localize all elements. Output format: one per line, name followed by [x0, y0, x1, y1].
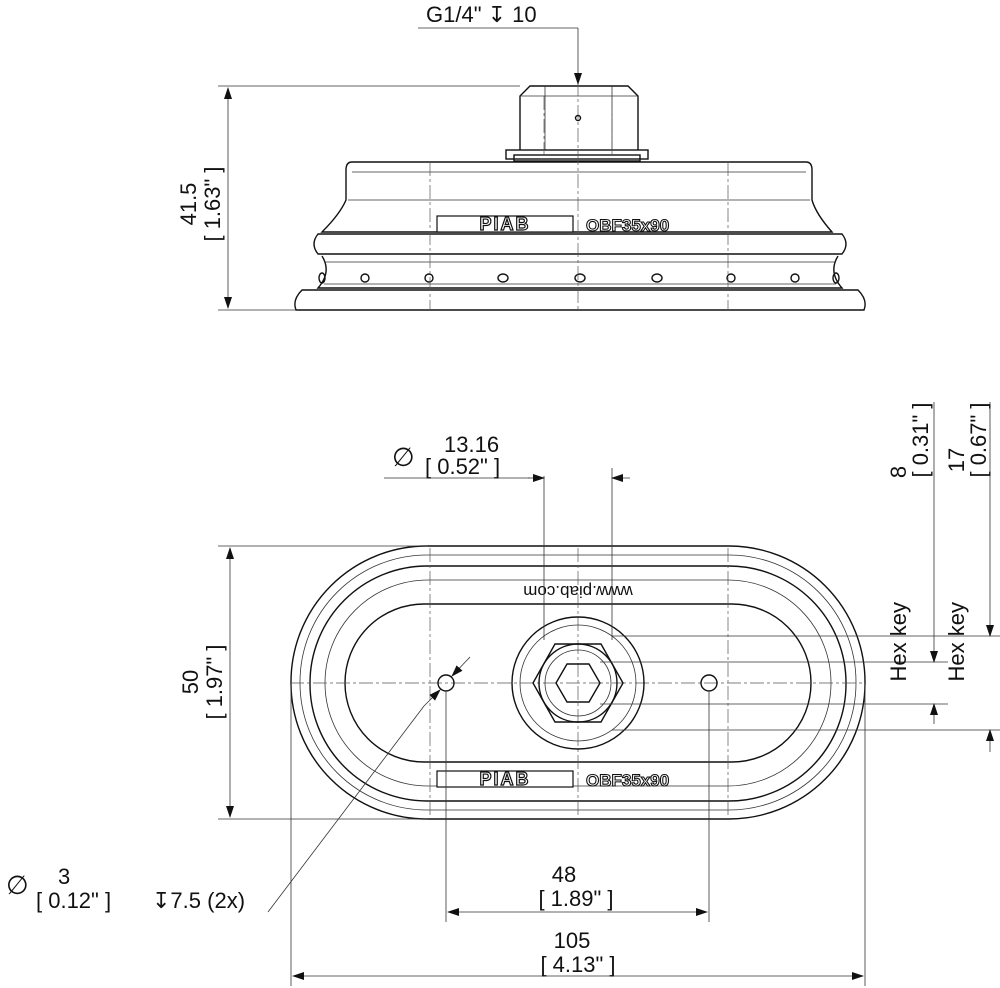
top-model-label: OBF35x90 [586, 771, 669, 790]
hole-symbol: ∅ [6, 870, 29, 900]
hex17-mm: 17 [944, 448, 969, 472]
width-mm: 50 [178, 670, 203, 694]
mount-hole-left [437, 674, 455, 692]
hole-inch: [ 0.12" ] [36, 888, 111, 913]
hex8-mm: 8 [886, 466, 911, 478]
bore-inch: [ 0.52" ] [425, 454, 500, 479]
hole-mm: 3 [58, 864, 70, 889]
hex17-inch: [ 0.67" ] [966, 402, 991, 477]
pitch-mm: 48 [552, 862, 576, 887]
hole-callout: ∅ 3 [ 0.12" ] ↧7.5 (2x) [6, 656, 471, 913]
top-brand-label: PIAB [479, 769, 530, 789]
side-brand-label: PIAB [479, 214, 530, 234]
height-mm: 41.5 [176, 183, 201, 226]
hex8-label: Hex key [886, 602, 911, 681]
pitch-inch: [ 1.89" ] [538, 886, 613, 911]
height-dimension: 41.5 [ 1.63" ] [176, 85, 520, 311]
side-view: PIAB OBF35x90 [294, 82, 866, 312]
bore-symbol: ∅ [392, 442, 415, 472]
thread-callout: G1/4" ↧ 10 [418, 2, 582, 85]
thread-callout-text: G1/4" ↧ 10 [426, 2, 537, 27]
length-dimension: 105 [ 4.13" ] [290, 684, 866, 986]
side-vent-holes [318, 272, 840, 284]
length-mm: 105 [554, 928, 591, 953]
bore-dimension: ∅ 13.16 [ 0.52" ] [384, 432, 630, 640]
hex8-dimension: Hex key 8 [ 0.31" ] [600, 402, 948, 724]
pitch-dimension: 48 [ 1.89" ] [445, 692, 710, 922]
hole-depth: ↧7.5 (2x) [152, 888, 245, 913]
width-dimension: 50 [ 1.97" ] [178, 545, 428, 820]
width-inch: [ 1.97" ] [202, 644, 227, 719]
bore-mm: 13.16 [444, 432, 499, 457]
hex8-inch: [ 0.31" ] [908, 402, 933, 477]
hex17-dimension: Hex key 17 [ 0.67" ] [612, 402, 1000, 752]
side-model-label: OBF35x90 [586, 216, 669, 235]
mount-hole-right [700, 674, 718, 692]
hex17-label: Hex key [944, 602, 969, 681]
top-view: www.piab.com PIAB OBF35x90 [290, 545, 866, 820]
length-inch: [ 4.13" ] [540, 952, 615, 977]
height-inch: [ 1.63" ] [200, 166, 225, 241]
top-url-label: www.piab.com [523, 582, 634, 601]
